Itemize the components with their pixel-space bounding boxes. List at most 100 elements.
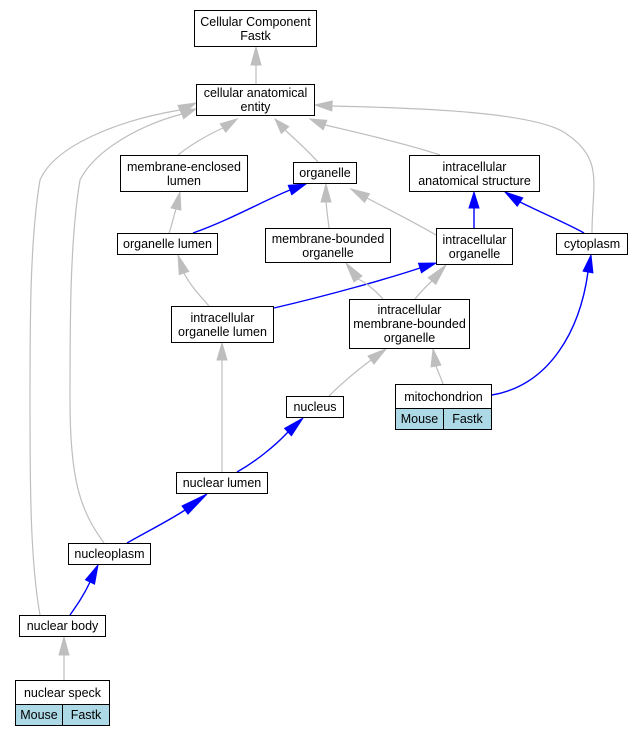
term-label: membrane-bounded organelle xyxy=(271,231,385,260)
edge-line xyxy=(519,201,585,234)
edge-ias-to-cae xyxy=(308,118,441,156)
arrowhead-icon xyxy=(84,563,99,585)
edge-line xyxy=(69,113,183,544)
arrowhead-icon xyxy=(216,341,228,361)
term-node-mel[interactable]: membrane-enclosed lumen xyxy=(120,155,248,192)
edge-line xyxy=(414,280,433,300)
arrowhead-icon xyxy=(219,118,239,134)
annotation-cell-fastk: Fastk xyxy=(443,409,491,429)
arrowhead-icon xyxy=(427,264,447,286)
edge-line xyxy=(168,208,177,234)
term-label: organelle lumen xyxy=(123,237,212,251)
edge-cae-to-cc xyxy=(250,45,262,84)
term-node-io[interactable]: intracellular organelle xyxy=(436,228,513,265)
term-node-cc[interactable]: Cellular Component Fastk xyxy=(194,10,317,47)
arrowhead-icon xyxy=(287,183,308,196)
arrowhead-icon xyxy=(430,347,442,368)
edge-nuc-to-imbo xyxy=(328,347,388,397)
edge-orglum-to-org xyxy=(192,183,308,234)
edge-orglum-to-mel xyxy=(168,190,182,234)
edge-line xyxy=(273,267,421,309)
annotation-cell-fastk: Fastk xyxy=(62,705,109,725)
term-label: nuclear speck xyxy=(23,685,102,700)
edge-nb-to-np xyxy=(69,563,99,616)
arrowhead-icon xyxy=(345,262,363,283)
edge-cyto-to-ias xyxy=(503,190,585,234)
term-node-nb[interactable]: nuclear body xyxy=(19,615,106,637)
edge-np-to-cae xyxy=(69,108,198,544)
term-label: intracellular organelle xyxy=(442,232,507,261)
edge-imbo-to-io xyxy=(414,264,447,300)
edge-line xyxy=(284,129,319,163)
arrowhead-icon xyxy=(181,493,208,515)
arrowhead-icon xyxy=(468,190,480,209)
arrowhead-icon xyxy=(170,190,182,211)
edge-io-to-ias xyxy=(468,190,480,228)
edge-nl-to-nuc xyxy=(236,417,304,473)
arrowhead-icon xyxy=(58,635,70,656)
term-label: cellular anatomical entity xyxy=(203,86,308,114)
annotation-cell-mouse: Mouse xyxy=(396,409,443,429)
edge-cyto-to-cae xyxy=(313,100,595,234)
arrowhead-icon xyxy=(503,190,524,207)
term-node-np[interactable]: nucleoplasm xyxy=(68,543,151,565)
arrowhead-icon xyxy=(283,417,304,437)
arrowhead-icon xyxy=(582,253,594,274)
edge-iol-to-orglum xyxy=(177,253,210,307)
arrowhead-icon xyxy=(273,117,290,135)
edge-mel-to-cae xyxy=(177,118,239,156)
edge-mbo-to-org xyxy=(320,182,332,229)
edge-line xyxy=(69,581,91,616)
arrowhead-icon xyxy=(179,108,198,120)
term-label: nuclear body xyxy=(26,619,99,633)
term-node-nl[interactable]: nuclear lumen xyxy=(176,472,268,494)
term-label: Cellular Component Fastk xyxy=(200,14,311,43)
edge-np-to-nl xyxy=(126,493,208,544)
term-node-ias[interactable]: intracellular anatomical structure xyxy=(409,155,540,192)
arrowhead-icon xyxy=(349,188,371,204)
term-node-orglum[interactable]: organelle lumen xyxy=(117,233,218,255)
edge-io-to-org xyxy=(349,188,437,236)
edge-line xyxy=(236,431,289,473)
edge-line xyxy=(325,201,330,229)
arrowhead-icon xyxy=(250,45,262,66)
term-node-cae[interactable]: cellular anatomical entity xyxy=(196,84,315,116)
arrowhead-icon xyxy=(320,182,332,203)
term-label: nucleoplasm xyxy=(74,547,145,561)
edge-line xyxy=(192,189,291,234)
edge-ns-to-nb xyxy=(58,635,70,680)
edge-line xyxy=(324,124,441,156)
term-node-iol[interactable]: intracellular organelle lumen xyxy=(171,306,274,343)
term-node-mbo[interactable]: membrane-bounded organelle xyxy=(265,228,391,263)
edge-line xyxy=(366,197,437,236)
arrowhead-icon xyxy=(367,347,388,365)
annotation-cell-mouse: Mouse xyxy=(16,705,62,725)
arrowhead-icon xyxy=(313,100,333,112)
term-node-org[interactable]: organelle xyxy=(293,162,357,184)
edge-line xyxy=(29,109,181,616)
term-node-nuc[interactable]: nucleus xyxy=(286,396,344,418)
edge-mito-to-imbo xyxy=(430,347,444,385)
term-label: intracellular membrane-bounded organelle xyxy=(353,303,466,345)
term-label: cytoplasm xyxy=(563,237,621,251)
term-label: membrane-enclosed lumen xyxy=(127,159,241,188)
edge-line xyxy=(491,271,589,396)
term-label: mitochondrion xyxy=(404,389,483,404)
edge-org-to-cae xyxy=(273,117,319,163)
term-label: intracellular organelle lumen xyxy=(178,310,267,339)
edge-line xyxy=(177,127,224,156)
edge-line xyxy=(328,359,372,397)
term-label: organelle xyxy=(299,166,351,180)
term-node-imbo[interactable]: intracellular membrane-bounded organelle xyxy=(349,299,470,349)
arrowhead-icon xyxy=(308,118,328,131)
edge-mito-to-cyto xyxy=(491,253,594,396)
term-label: intracellular anatomical structure xyxy=(418,159,531,188)
arrowhead-icon xyxy=(417,262,438,274)
term-label: nuclear lumen xyxy=(182,476,262,490)
term-node-cyto[interactable]: cytoplasm xyxy=(556,233,628,255)
